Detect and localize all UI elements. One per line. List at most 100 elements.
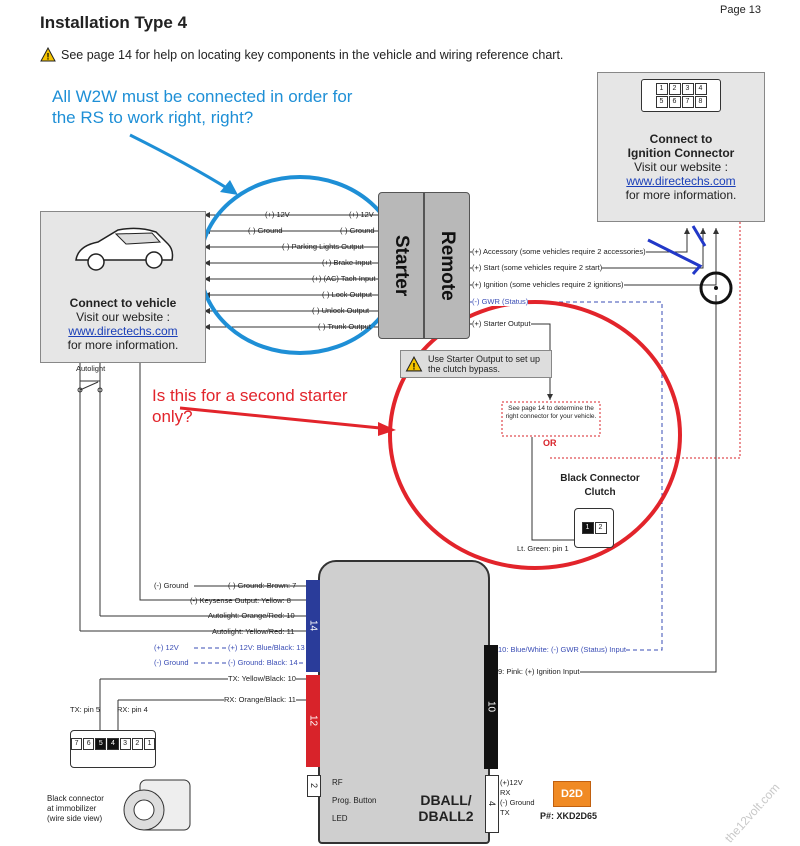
dball-wire-2: Autolight: Orange/Red: 10: [208, 611, 295, 620]
vehicle-box-title: Connect to vehicle: [69, 296, 177, 310]
port-12: 12: [306, 675, 320, 767]
warning-icon: !: [40, 47, 56, 62]
pin-5: 5: [655, 96, 668, 108]
clutch-pin-1: 1: [581, 522, 594, 534]
ignition-box-line1: Visit our website :: [634, 160, 728, 174]
dball-wire-4-pre: (+) 12V: [154, 643, 179, 652]
clutch-title-line1: Black Connector: [560, 473, 640, 484]
clutch-see-page: See page 14 to determine the right conne…: [505, 405, 597, 420]
pin-3: 3: [681, 83, 694, 95]
clutch-pin-label: Lt. Green: pin 1: [517, 544, 569, 553]
dball-name: DBALL/ DBALL2: [406, 792, 486, 824]
remote-starter-word-remote: Remote: [437, 230, 458, 301]
dball-module: [318, 560, 490, 844]
dball-wire-3: Autolight: Yellow/Red: 11: [212, 627, 295, 636]
ignition-box-title: Connect to Ignition Connector: [598, 132, 764, 160]
rs-wire-right-6: (-) Unlock Output: [312, 306, 370, 315]
rs-out-ignition: (+) Ignition (some vehicles require 2 ig…: [472, 280, 624, 289]
vehicle-box: Connect to vehicle Visit our website : w…: [40, 211, 206, 363]
autolight-switch: [77, 380, 103, 393]
starter-output-tip: ! Use Starter Output to set up the clutc…: [400, 350, 552, 378]
rs-wire-right-2: (-) Parking Lights Output: [282, 242, 364, 251]
ignition-box: 1 2 3 4 5 6 7 8 Connect to Ignition Conn…: [597, 72, 765, 222]
rs-wire-right-0: (+) 12V: [349, 210, 374, 219]
immo-pin-2: 2: [131, 738, 143, 750]
immobilizer-rx: RX: pin 4: [117, 705, 148, 714]
ignition-title-line2: Ignition Connector: [627, 146, 735, 160]
rs-out-starter: (+) Starter Output: [472, 319, 531, 328]
warning-icon: !: [405, 356, 423, 372]
port-14: 14: [306, 580, 320, 672]
immobilizer-connector: 7 6 5 4 3 2 1: [70, 730, 156, 768]
car-icon: [75, 227, 174, 271]
red-annotation-line2: only?: [152, 407, 193, 426]
clutch-connector: 1 2: [574, 508, 614, 548]
clutch-pin-2: 2: [594, 522, 607, 534]
dball-wire-0: (-) Ground: Brown: 7: [228, 581, 297, 590]
ignition-title-line1: Connect to: [649, 132, 713, 146]
remote-starter-module: Starter Remote: [378, 192, 470, 339]
port-2: 2: [307, 775, 321, 797]
blue-annotation-line1: All W2W must be connected in order for: [52, 87, 353, 106]
d2d-logo: D2D: [553, 781, 591, 807]
immo-pin-4: 4: [107, 738, 119, 750]
page-title: Installation Type 4: [40, 13, 188, 32]
pin-6: 6: [668, 96, 681, 108]
remote-starter-word-starter: Starter: [391, 234, 412, 297]
svg-text:!: !: [412, 361, 415, 372]
port4-wires: (+)12V RX (-) Ground TX: [500, 778, 535, 818]
rs-wire-right-5: (-) Lock Output: [322, 290, 373, 299]
rs-wire-0-left: (+) 12V: [265, 210, 290, 219]
rs-wire-left-1: (-) Ground: [248, 226, 283, 235]
immobilizer-label-line1: Black connector: [47, 794, 104, 803]
rs-wire-right-1: (-) Ground: [340, 226, 375, 235]
clutch-or: OR: [543, 438, 557, 448]
immo-pin-5: 5: [95, 738, 107, 750]
immobilizer-tx: TX: pin 5: [70, 705, 101, 714]
vehicle-website-link[interactable]: www.directechs.com: [68, 324, 178, 338]
port4-wire-12v: (+)12V: [500, 778, 523, 787]
dball-right-wire-0: 10: Blue/White: (-) GWR (Status) Input: [498, 645, 626, 654]
red-annotation-line1: Is this for a second starter: [152, 386, 348, 405]
page-number: Page 13: [720, 4, 761, 16]
pin-2: 2: [668, 83, 681, 95]
ignition-cylinder-icon: [123, 779, 191, 831]
dball-wire-5-pre: (-) Ground: [154, 658, 189, 667]
dball-name-line2: DBALL2: [418, 808, 474, 824]
port4-wire-rx: RX: [500, 788, 511, 797]
ignition-connector: 1 2 3 4 5 6 7 8: [641, 79, 721, 112]
port4-wire-ground: (-) Ground: [500, 798, 535, 807]
vehicle-box-line1: Visit our website :: [76, 310, 170, 324]
part-number: P#: XKD2D65: [540, 811, 598, 821]
reference-note-text: See page 14 for help on locating key com…: [61, 47, 564, 62]
vehicle-box-line2: for more information.: [67, 338, 179, 352]
prog-button[interactable]: Prog. Button: [332, 796, 377, 805]
dball-right-wire-1: 9: Pink: (+) Ignition Input: [498, 667, 580, 676]
clutch-title-line2: Clutch: [584, 487, 616, 498]
rs-out-start: (+) Start (some vehicles require 2 start…: [472, 263, 603, 272]
blue-annotation-line2: the RS to work right, right?: [52, 108, 254, 127]
port-14-label: 14: [307, 620, 319, 632]
immobilizer-label: Black connector at immobilizer (wire sid…: [47, 794, 104, 824]
dball-wire-7: RX: Orange/Black: 11: [224, 695, 296, 704]
rs-wire-right-3: (+) Brake Input: [322, 258, 372, 267]
port-10-label: 10: [485, 701, 497, 713]
dball-wire-5: (-) Ground: Black: 14: [228, 658, 298, 667]
ignition-website-link[interactable]: www.directechs.com: [626, 174, 736, 188]
pin-1: 1: [655, 83, 668, 95]
dball-wire-4: (+) 12V: Blue/Black: 13: [228, 643, 305, 652]
autolight-label: Autolight: [76, 364, 106, 373]
rs-out-accessory: (+) Accessory (some vehicles require 2 a…: [472, 247, 646, 256]
rs-wire-right-7: (-) Trunk Output: [318, 322, 371, 331]
dball-wire-6: TX: Yellow/Black: 10: [228, 674, 296, 683]
red-annotation: Is this for a second starter only?: [152, 385, 348, 427]
svg-text:!: !: [47, 52, 50, 62]
port-4-label: 4: [487, 801, 497, 807]
port-12-label: 12: [307, 715, 319, 727]
dball-wire-1: (-) Keysense Output: Yellow: 8: [190, 596, 291, 605]
immo-pin-3: 3: [119, 738, 131, 750]
pin-7: 7: [681, 96, 694, 108]
pin-4: 4: [694, 83, 707, 95]
rs-wire-right-4: (+) (AC) Tach Input: [312, 274, 376, 283]
rf-label: RF: [332, 778, 343, 787]
